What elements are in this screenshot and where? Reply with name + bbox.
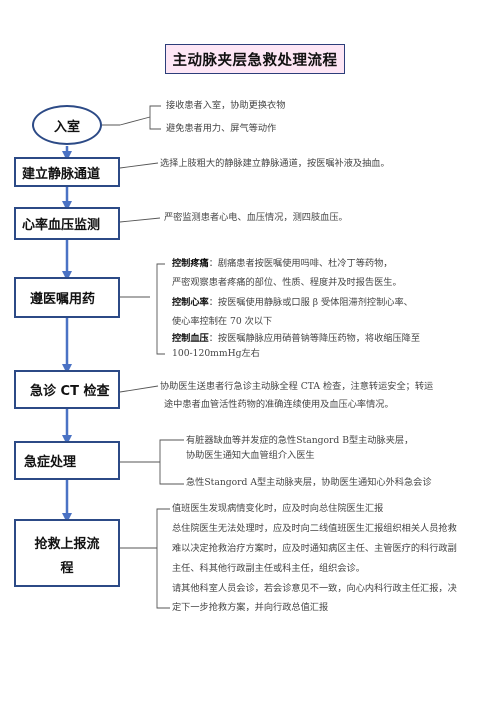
page-title: 主动脉夹层急救处理流程 (165, 44, 345, 74)
note-report-2: 总住院医生无法处理时，应及时向二线值班医生汇报组织相关人员抢救 (172, 523, 457, 534)
note-emergency-b-1: 有脏器缺血等并发症的急性Stangord B型主动脉夹层， (186, 435, 414, 446)
note-med-bp-2: 100-120mmHg左右 (172, 348, 260, 359)
note-med-pain-text: ：剧痛患者按医嘱使用吗啡、杜冷丁等药物， (208, 258, 393, 269)
note-med-hr-label: 控制心率 (172, 297, 209, 308)
note-report-1: 值班医生发现病情变化时，应及时向总住院医生汇报 (172, 503, 384, 514)
note-med-bp-label: 控制血压 (172, 333, 209, 344)
note-med-hr-text: ：按医嘱使用静脉或口服 β 受体阻滞剂控制心率、 (208, 297, 413, 308)
step-medication-label: 遵医嘱用药 (30, 292, 96, 307)
step-report: 抢救上报流 程 (14, 519, 120, 587)
note-brackets (102, 105, 184, 609)
note-report-6: 定下一步抢救方案，并向行政总值汇报 (172, 602, 329, 613)
note-admission-1: 接收患者入室，协助更换衣物 (166, 100, 286, 111)
step-ct: 急诊 CT 检查 (14, 370, 120, 409)
note-iv: 选择上肢粗大的静脉建立静脉通道，按医嘱补液及抽血。 (160, 158, 390, 169)
step-iv-label: 建立静脉通道 (22, 166, 101, 182)
note-med-pain: 控制疼痛：剧痛患者按医嘱使用吗啡、杜冷丁等药物， (172, 258, 393, 270)
note-report-3: 难以决定抢救治疗方案时，应及时通知病区主任、主管医疗的科行政副 (172, 543, 457, 554)
note-med-pain-label: 控制疼痛 (172, 258, 209, 269)
note-report-5: 请其他科室人员会诊，若会诊意见不一致，向心内科行政主任汇报，决 (172, 583, 457, 594)
note-monitor: 严密监测患者心电、血压情况，测四肢血压。 (164, 212, 348, 223)
note-report-4: 主任、科其他行政副主任或科主任，组织会诊。 (172, 563, 365, 574)
note-med-bp-text: ：按医嘱静脉应用硝普钠等降压药物，将收缩压降至 (208, 333, 421, 344)
step-iv: 建立静脉通道 (14, 157, 120, 187)
note-med-bp: 控制血压：按医嘱静脉应用硝普钠等降压药物，将收缩压降至 (172, 333, 420, 345)
step-report-label-2: 程 (60, 561, 74, 576)
note-ct-1: 协助医生送患者行急诊主动脉全程 CTA 检查，注意转运安全；转运 (160, 381, 434, 392)
step-medication: 遵医嘱用药 (14, 277, 120, 318)
step-report-label-1: 抢救上报流 (34, 537, 100, 552)
step-monitor-label: 心率血压监测 (22, 218, 101, 233)
step-emergency-label: 急症处理 (24, 455, 77, 470)
note-admission-2: 避免患者用力、屏气等动作 (166, 123, 277, 134)
step-emergency: 急症处理 (14, 441, 120, 480)
note-med-hr-2: 使心率控制在 70 次以下 (172, 316, 273, 327)
step-ct-label: 急诊 CT 检查 (30, 384, 110, 399)
note-med-hr: 控制心率：按医嘱使用静脉或口服 β 受体阻滞剂控制心率、 (172, 297, 413, 309)
step-admission: 入室 (32, 105, 102, 145)
note-ct-2: 途中患者血管活性药物的准确连续使用及血压心率情况。 (164, 399, 394, 410)
note-emergency-a: 急性Stangord A型主动脉夹层，协助医生通知心外科急会诊 (186, 477, 432, 488)
note-emergency-b-2: 协助医生通知大血管组介入医生 (186, 450, 315, 461)
step-monitor: 心率血压监测 (14, 207, 120, 240)
note-med-pain-2: 严密观察患者疼痛的部位、性质、程度并及时报告医生。 (172, 277, 402, 288)
